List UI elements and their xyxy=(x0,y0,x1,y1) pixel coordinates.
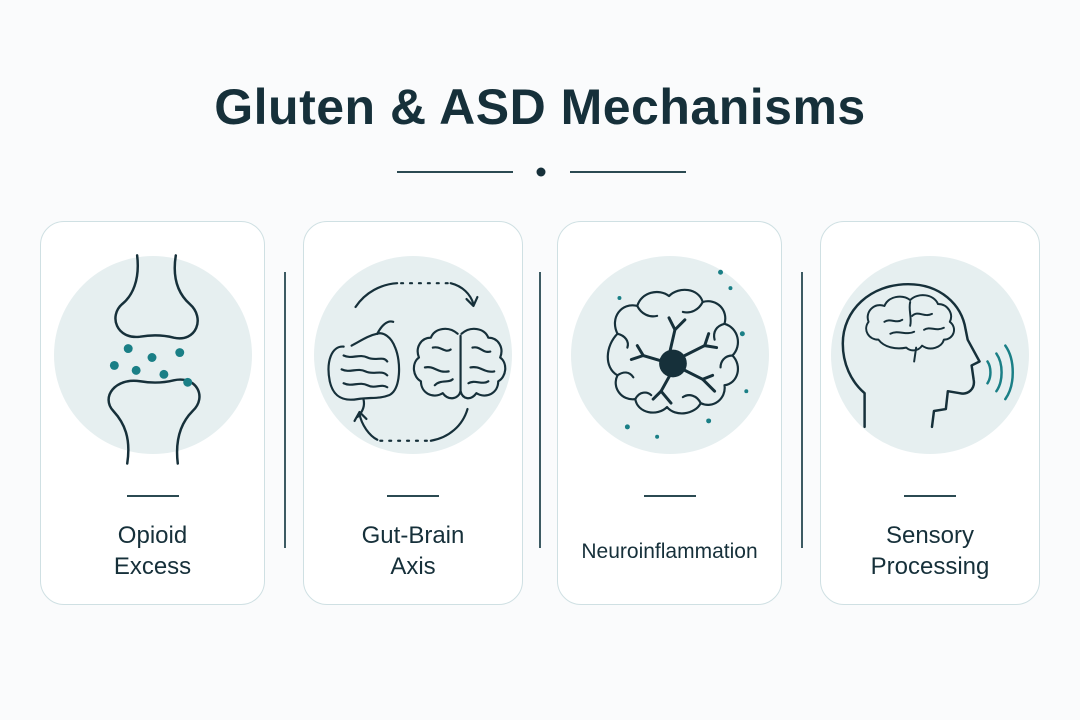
card-separator xyxy=(284,272,286,548)
page-title: Gluten & ASD Mechanisms xyxy=(214,79,866,135)
card-label: Sensory Processing xyxy=(870,522,990,580)
card-label: Neuroinflammation xyxy=(581,539,758,563)
card-divider xyxy=(643,495,696,497)
gut-brain-cycle-icon xyxy=(327,282,507,442)
neuron-brain-icon xyxy=(606,269,749,439)
title-divider xyxy=(397,167,686,177)
head-sensory-icon xyxy=(841,282,1014,429)
card-opioid-excess: Opioid Excess xyxy=(40,221,265,605)
synapse-icon xyxy=(107,254,201,465)
card-separator xyxy=(539,272,541,548)
card-divider xyxy=(126,495,179,497)
card-neuroinflammation: Neuroinflammation xyxy=(557,221,782,605)
card-label: Opioid Excess xyxy=(113,522,192,580)
card-gut-brain-axis: Gut-Brain Axis xyxy=(303,221,523,605)
card-divider xyxy=(387,495,439,497)
card-label: Gut-Brain Axis xyxy=(361,522,465,580)
card-divider xyxy=(904,495,956,497)
icon-background xyxy=(314,256,512,454)
card-separator xyxy=(801,272,803,548)
card-sensory-processing: Sensory Processing xyxy=(820,221,1040,605)
